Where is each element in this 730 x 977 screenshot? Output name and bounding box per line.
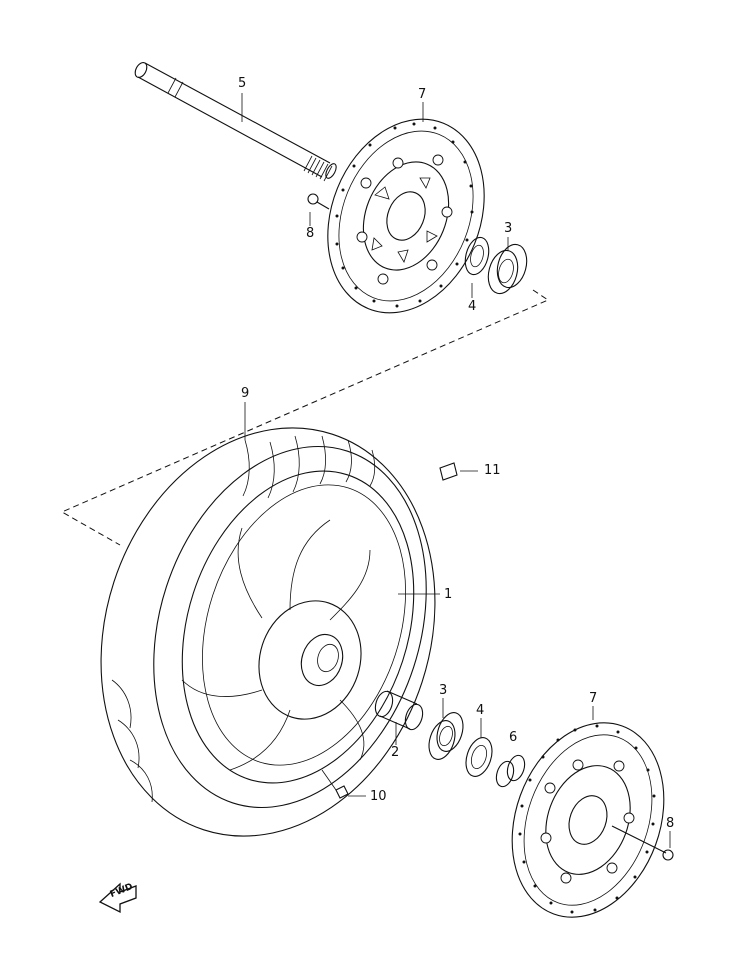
part-label-2-spacer: 2 (391, 745, 400, 760)
part-label-3-lower-bearing: 3 (439, 683, 448, 698)
part-label-9-tire: 9 (241, 386, 250, 401)
part-label-10-valve: 10 (370, 789, 387, 804)
forward-arrow-icon (98, 882, 137, 914)
part-label-5-axle: 5 (238, 76, 247, 91)
part-label-4-upper-seal: 4 (468, 299, 477, 314)
spacer-part (374, 690, 424, 731)
upper-seal-part (464, 236, 490, 276)
part-label-4-lower-seal: 4 (476, 703, 485, 718)
leader-lines (241, 93, 671, 848)
part-label-8-upper-bolt: 8 (306, 226, 315, 241)
valve-part (321, 769, 349, 799)
axle-part (134, 62, 337, 182)
assembly-boundary-line (60, 289, 550, 546)
upper-brake-disc-part (327, 118, 485, 314)
part-label-7-upper-disc: 7 (418, 87, 427, 102)
part-label-6-collar: 6 (509, 730, 518, 745)
part-label-3-upper-bearing: 3 (504, 221, 513, 236)
lower-disc-bolt-part (611, 825, 674, 861)
balancer-part (439, 462, 458, 481)
tire-part (100, 427, 436, 837)
wheel-rim-part (181, 470, 415, 784)
lower-brake-disc-part (511, 722, 665, 918)
part-label-7-lower-disc: 7 (589, 691, 598, 706)
lower-seal-part (465, 737, 493, 777)
part-label-1-wheel: 1 (444, 587, 453, 602)
part-label-11-balancer: 11 (484, 463, 501, 478)
upper-bearing-part (487, 243, 528, 295)
upper-disc-bolt-part (307, 193, 330, 210)
part-label-8-lower-bolt: 8 (666, 816, 675, 831)
collar-part (495, 754, 526, 788)
lower-bearing-part (428, 712, 464, 760)
